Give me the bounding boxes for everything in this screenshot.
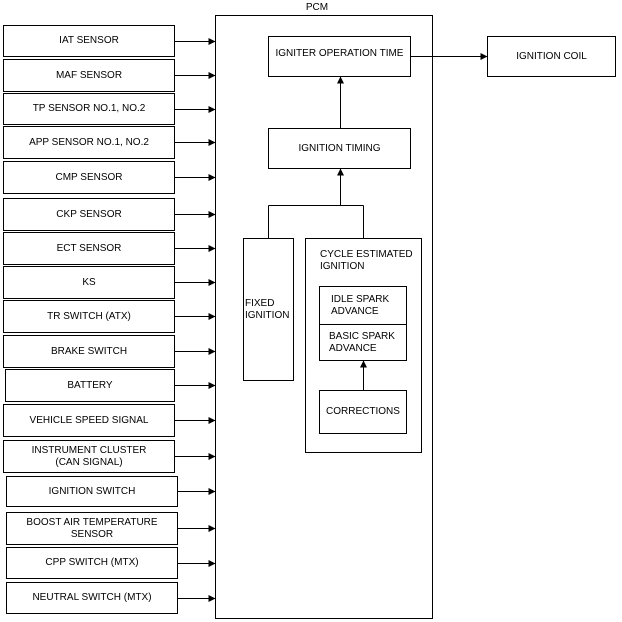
input-label: IGNITION SWITCH: [48, 485, 136, 497]
input-label: TP SENSOR NO.1, NO.2: [32, 103, 146, 114]
input-label: ECT SENSOR: [56, 242, 122, 254]
input-label: BOOST AIR TEMPERATURE SENSOR: [26, 516, 158, 540]
input-label: KS: [82, 276, 96, 288]
ignition-coil-label: IGNITION COIL: [516, 50, 587, 62]
cycle-estimated-ignition-label: CYCLE ESTIMATED IGNITION: [320, 249, 413, 272]
input-label: INSTRUMENT CLUSTER (CAN SIGNAL): [31, 444, 147, 468]
idle-spark-advance-label: IDLE SPARK ADVANCE: [331, 293, 390, 317]
input-label: APP SENSOR NO.1, NO.2: [29, 136, 149, 148]
input-label: TR SWITCH (ATX): [47, 310, 131, 322]
input-label: VEHICLE SPEED SIGNAL: [29, 414, 149, 426]
fixed-ignition-label: FIXED IGNITION: [245, 297, 290, 321]
pcm-box: [215, 15, 433, 619]
corrections-label: CORRECTIONS: [326, 406, 400, 417]
ignition-timing-label: IGNITION TIMING: [298, 142, 381, 154]
input-label: BRAKE SWITCH: [50, 345, 128, 357]
input-label: CMP SENSOR: [55, 171, 123, 183]
input-label: CKP SENSOR: [56, 208, 122, 220]
input-label: NEUTRAL SWITCH (MTX): [32, 592, 152, 603]
input-label: IAT SENSOR: [59, 35, 119, 46]
basic-spark-advance-label: BASIC SPARK ADVANCE: [329, 330, 395, 354]
input-label: MAF SENSOR: [55, 69, 123, 81]
pcm-label: PCM: [305, 2, 329, 13]
input-label: BATTERY: [67, 379, 113, 391]
input-label: CPP SWITCH (MTX): [45, 557, 139, 568]
igniter-operation-time-label: IGNITER OPERATION TIME: [275, 48, 404, 59]
